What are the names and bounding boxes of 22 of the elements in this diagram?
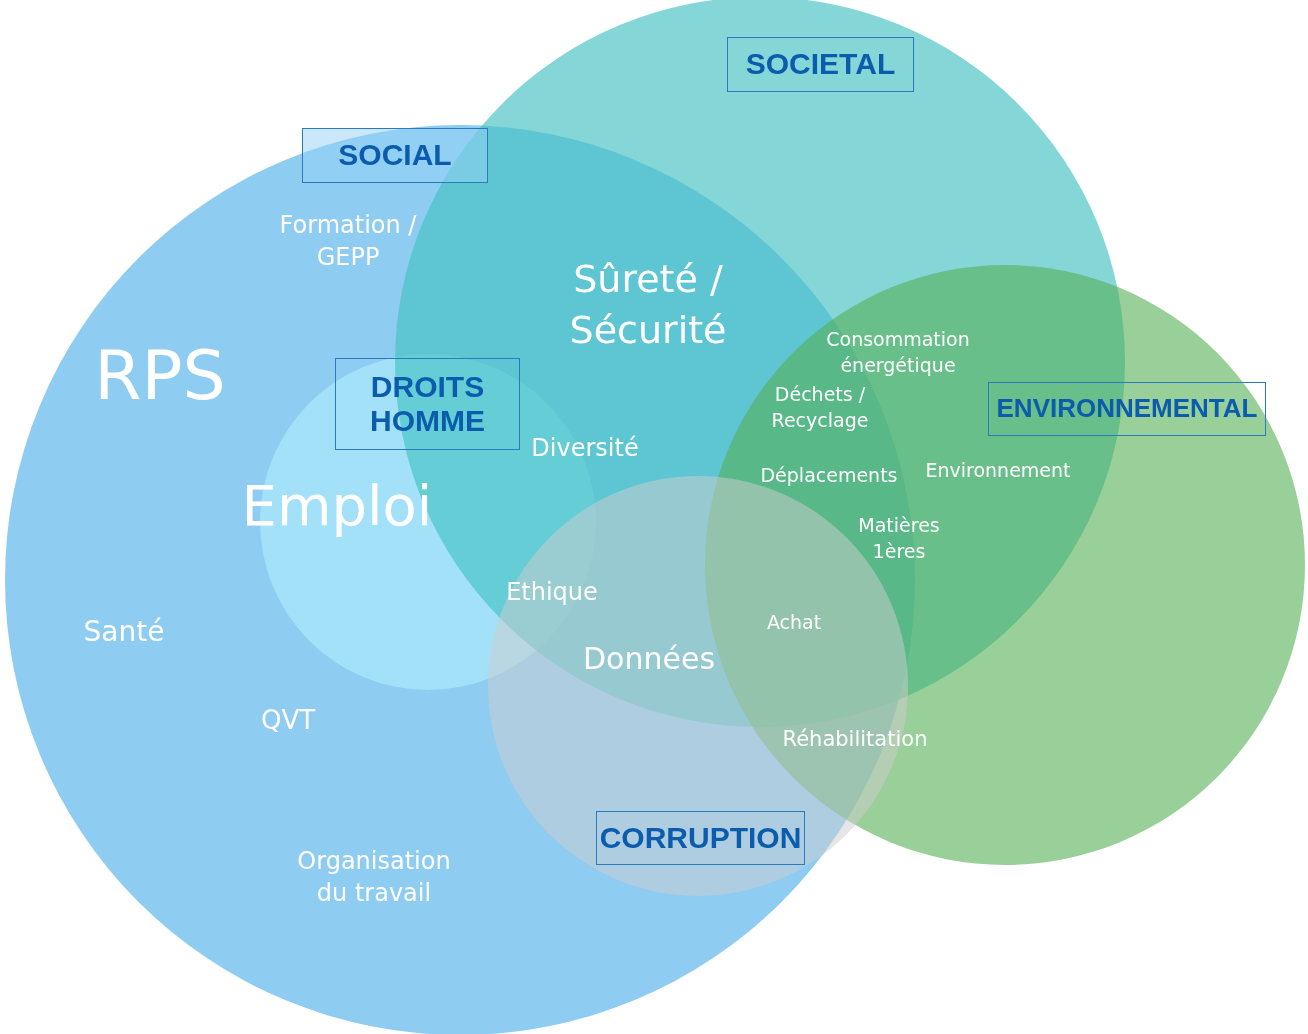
category-tag: SOCIAL	[302, 128, 488, 183]
topic-label: Formation / GEPP	[278, 209, 418, 273]
topic-label: QVT	[260, 704, 316, 738]
topic-label: Matières 1ères	[857, 513, 941, 564]
topic-label: Diversité	[531, 432, 639, 464]
topic-label: Consommation énergétique	[825, 327, 971, 378]
topic-label: Ethique	[506, 576, 598, 608]
category-tag: ENVIRONNEMENTAL	[988, 382, 1266, 436]
topic-label: Emploi	[241, 472, 433, 541]
category-tag: SOCIETAL	[727, 37, 914, 92]
topic-label: Réhabilitation	[782, 725, 928, 753]
topic-label: Déchets / Recyclage	[770, 382, 870, 433]
topic-label: Organisation du travail	[296, 845, 452, 909]
topic-label: Sûreté / Sécurité	[568, 255, 728, 354]
category-tag: CORRUPTION	[596, 811, 805, 865]
topic-label: Santé	[83, 614, 165, 651]
topic-label: Données	[583, 639, 715, 678]
topic-label: RPS	[94, 335, 226, 418]
topic-label: Achat	[766, 610, 822, 636]
topic-label: Déplacements	[760, 463, 898, 489]
category-tag: DROITS HOMME	[335, 358, 520, 450]
topic-label: Environnement	[925, 458, 1071, 484]
